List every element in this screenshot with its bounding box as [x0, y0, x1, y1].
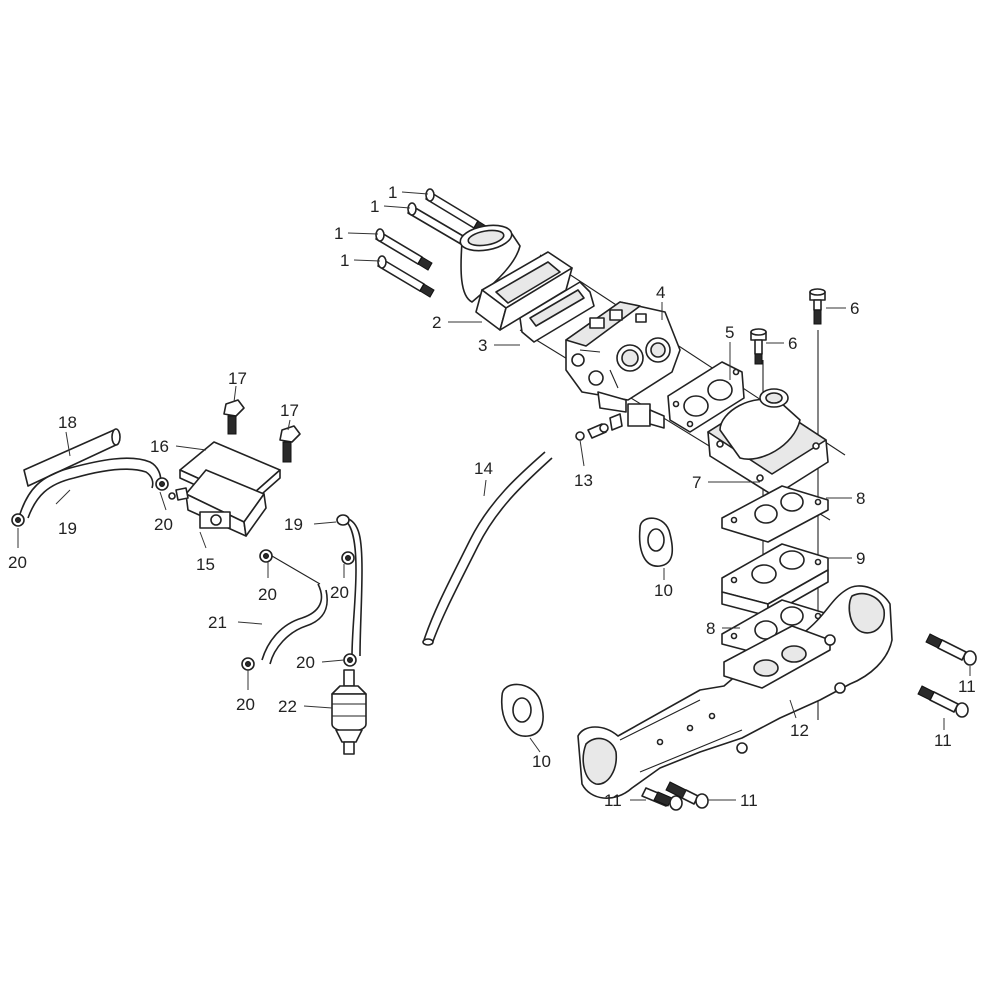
- callout-13: 13: [574, 471, 593, 490]
- intake-manifold: [577, 585, 893, 799]
- hose-21: [261, 555, 328, 665]
- callout-11-c: 11: [604, 791, 622, 810]
- callout-8-b: 8: [706, 619, 715, 638]
- callout-17-b: 17: [280, 401, 299, 420]
- callout-20-f: 20: [236, 695, 255, 714]
- bolt-17-b: [279, 425, 301, 463]
- callout-3: 3: [478, 336, 487, 355]
- callout-4: 4: [656, 283, 665, 302]
- callout-2: 2: [432, 313, 441, 332]
- bolt-6-b: [809, 288, 826, 325]
- clamp-20-b: [155, 477, 169, 491]
- callout-22: 22: [278, 697, 297, 716]
- bolt-6-a: [750, 328, 767, 365]
- callout-10-a: 10: [654, 581, 673, 600]
- clamp-20-e: [343, 653, 357, 667]
- clamp-20-f: [241, 657, 255, 671]
- callout-9: 9: [856, 549, 865, 568]
- callout-19-b: 19: [284, 515, 303, 534]
- gasket-8-lower: [721, 599, 829, 657]
- callout-19-a: 19: [58, 519, 77, 538]
- clamp-20-c: [259, 549, 273, 563]
- callout-11-b: 11: [934, 731, 952, 750]
- callout-labels: 1 1 1 1 2 3 4 5 6 6 7 8 9 8 10 10 11 11 …: [8, 183, 976, 810]
- hose-19-right: [336, 514, 363, 657]
- hose-19-left: [19, 457, 162, 519]
- bolt-17-a: [223, 399, 245, 435]
- bolt-11-d: [665, 781, 709, 809]
- callout-20-e: 20: [296, 653, 315, 672]
- callout-12: 12: [790, 721, 809, 740]
- fuel-filter-22: [331, 669, 367, 755]
- callout-11-a: 11: [958, 677, 976, 696]
- callout-6-b: 6: [850, 299, 859, 318]
- fuel-hose-14: [422, 451, 553, 646]
- callout-6-a: 6: [788, 334, 797, 353]
- callout-15: 15: [196, 555, 215, 574]
- callout-20-b: 20: [154, 515, 173, 534]
- bolt-1-c: [375, 228, 433, 271]
- fuel-pump-15: [168, 469, 267, 537]
- callout-20-c: 20: [258, 585, 277, 604]
- carburetor: [565, 301, 681, 431]
- intake-elbow: [707, 388, 829, 497]
- clamp-20-d: [341, 551, 355, 565]
- callout-7: 7: [692, 473, 701, 492]
- callout-8-a: 8: [856, 489, 865, 508]
- callout-10-b: 10: [532, 752, 551, 771]
- gasket-10-upper: [638, 517, 674, 567]
- gasket-3: [519, 281, 595, 343]
- callout-11-d: 11: [740, 791, 758, 810]
- bolt-11-c: [641, 787, 683, 811]
- callout-20-d: 20: [330, 583, 349, 602]
- callout-17-a: 17: [228, 369, 247, 388]
- hose-18: [23, 428, 121, 487]
- gasket-10-lower: [501, 683, 544, 737]
- bolt-11-b: [917, 685, 969, 718]
- fitting-13: [575, 423, 609, 441]
- clamp-20-a: [11, 513, 25, 527]
- callout-21: 21: [208, 613, 227, 632]
- callout-1-c: 1: [334, 224, 343, 243]
- callout-1-d: 1: [340, 251, 349, 270]
- callout-18: 18: [58, 413, 77, 432]
- callout-5: 5: [725, 323, 734, 342]
- leader-lines: [17, 191, 971, 801]
- callout-20-a: 20: [8, 553, 27, 572]
- air-inlet-adapter: [459, 224, 573, 331]
- callout-14: 14: [474, 459, 493, 478]
- gasket-8-upper: [721, 485, 829, 543]
- callout-1-b: 1: [370, 197, 379, 216]
- callout-16: 16: [150, 437, 169, 456]
- bolt-1-d: [377, 255, 435, 298]
- callout-1-a: 1: [388, 183, 397, 202]
- bolt-11-a: [925, 633, 977, 666]
- gasket-5: [667, 361, 745, 433]
